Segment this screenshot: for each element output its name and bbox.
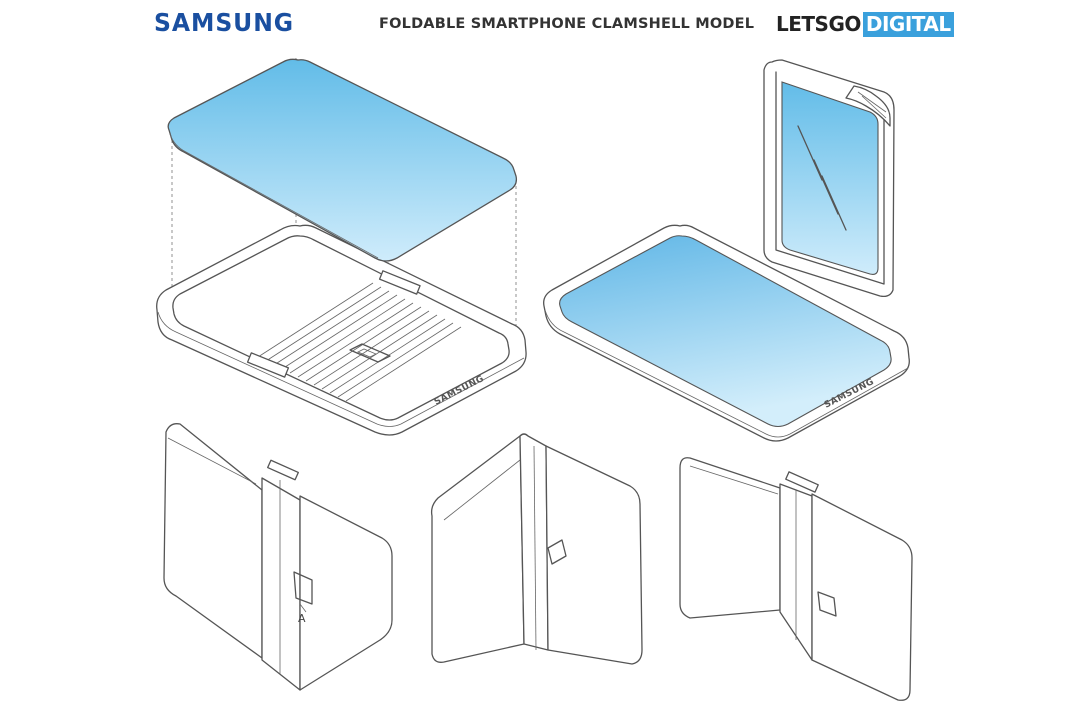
page-title: FOLDABLE SMARTPHONE CLAMSHELL MODEL xyxy=(379,16,755,32)
flat-phone-view: SAMSUNG xyxy=(543,224,910,442)
samsung-logo: SAMSUNG xyxy=(154,8,295,37)
logo-part-digital: DIGITAL xyxy=(862,12,954,37)
figure-letter-label: A xyxy=(298,612,306,625)
folded-phone-screen xyxy=(781,81,879,275)
exploded-view: SAMSUNG xyxy=(156,58,527,436)
logo-part-letsgo: LETSGO xyxy=(776,12,861,36)
connector-icon xyxy=(349,343,391,363)
back-view-wide xyxy=(679,457,913,701)
screen-panel xyxy=(167,58,518,262)
flat-phone-screen xyxy=(559,235,892,428)
back-view-open: A xyxy=(163,423,393,691)
folded-upright-view xyxy=(763,59,895,298)
v-fold-view xyxy=(430,433,643,665)
letsgodigital-logo: LETSGO DIGITAL xyxy=(776,12,954,37)
chassis-frame xyxy=(156,224,527,436)
